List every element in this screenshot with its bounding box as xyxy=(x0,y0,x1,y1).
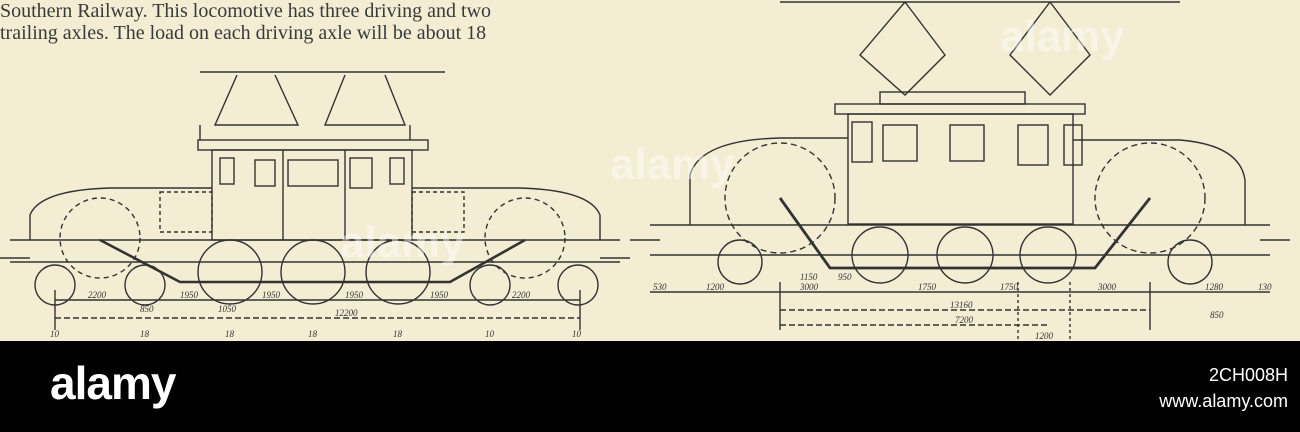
dim-right-1750b: 1750 xyxy=(1000,282,1019,292)
axle-load-5: 18 xyxy=(393,329,403,339)
dim-left-2200a: 2200 xyxy=(88,290,107,300)
dim-right-1200b: 1200 xyxy=(1035,331,1054,341)
axle-load-1: 10 xyxy=(50,329,60,339)
stock-image-info: 2CH008H www.alamy.com xyxy=(1159,362,1288,414)
axle-load-7: 10 xyxy=(572,329,582,339)
scanned-page: Southern Railway. This locomotive has th… xyxy=(0,0,1300,341)
stock-footer-bar xyxy=(0,341,1300,432)
dim-right-530: 530 xyxy=(653,282,667,292)
dim-right-130: 130 xyxy=(1258,282,1272,292)
left-locomotive-drawing xyxy=(0,71,630,330)
dim-left-1950d: 1950 xyxy=(430,290,449,300)
image-id: 2CH008H xyxy=(1208,365,1288,385)
watermark: alamy xyxy=(1000,12,1125,61)
alamy-logo: alamy xyxy=(50,357,176,409)
dim-left-1950c: 1950 xyxy=(345,290,364,300)
dim-left-1950b: 1950 xyxy=(262,290,281,300)
dim-right-1280: 1280 xyxy=(1205,282,1224,292)
dim-right-850: 850 xyxy=(1210,310,1224,320)
axle-load-4: 18 xyxy=(308,329,318,339)
dim-right-3000a: 3000 xyxy=(799,282,819,292)
dim-right-1200a: 1200 xyxy=(706,282,725,292)
right-locomotive-drawing xyxy=(630,1,1290,341)
dim-left-12200: 12200 xyxy=(335,308,358,318)
watermark: alamy xyxy=(610,140,735,189)
dim-right-1750a: 1750 xyxy=(918,282,937,292)
dim-left-1050: 1050 xyxy=(218,304,237,314)
dim-right-950: 950 xyxy=(838,272,852,282)
dim-left-2200b: 2200 xyxy=(512,290,531,300)
dim-right-13160: 13160 xyxy=(950,300,973,310)
dim-right-3000b: 3000 xyxy=(1097,282,1117,292)
article-line-2: trailing axles. The load on each driving… xyxy=(0,22,487,44)
left-dimension-labels: 2200 1950 1950 1950 1950 2200 850 1050 1… xyxy=(50,290,582,339)
axle-load-3: 18 xyxy=(225,329,235,339)
dim-right-7200: 7200 xyxy=(955,315,974,325)
axle-load-2: 18 xyxy=(140,329,150,339)
watermark: alamy xyxy=(340,218,465,267)
article-line-1: Southern Railway. This locomotive has th… xyxy=(0,0,492,22)
dim-left-850: 850 xyxy=(140,304,154,314)
article-text: Southern Railway. This locomotive has th… xyxy=(0,0,640,44)
dim-left-1950a: 1950 xyxy=(180,290,199,300)
locomotive-drawings: 2200 1950 1950 1950 1950 2200 850 1050 1… xyxy=(0,1,1290,341)
site-url: www.alamy.com xyxy=(1159,391,1288,411)
right-dimension-labels: 530 1200 1150 950 3000 1750 1750 3000 12… xyxy=(653,272,1272,341)
axle-load-6: 10 xyxy=(485,329,495,339)
dim-right-1150: 1150 xyxy=(800,272,818,282)
